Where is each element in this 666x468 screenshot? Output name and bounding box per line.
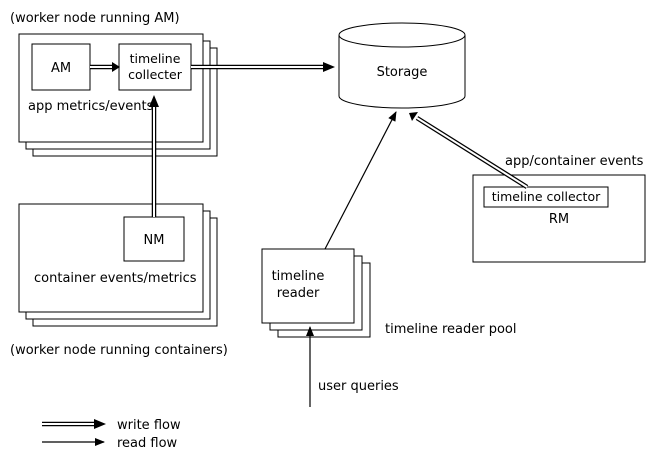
user-queries-label: user queries	[318, 379, 399, 394]
rm-events-label: app/container events	[505, 154, 644, 169]
reader-line2: reader	[277, 286, 320, 301]
rm-timeline-collector-box	[483, 186, 609, 208]
storage-cylinder	[338, 22, 466, 109]
legend-read-label: read flow	[117, 436, 178, 451]
am-collector-line2: collecter	[128, 67, 183, 82]
write-arrow-rm-to-storage	[409, 112, 529, 189]
legend-write-label: write flow	[117, 418, 181, 433]
reader-pool-label: timeline reader pool	[385, 322, 517, 337]
nm-box	[123, 216, 185, 262]
container-events-label: container events/metrics	[34, 271, 197, 286]
reader-line1: timeline	[272, 269, 325, 284]
app-metrics-label: app metrics/events	[28, 99, 154, 114]
storage-label: Storage	[377, 65, 428, 80]
am-collector-line1: timeline	[130, 51, 181, 66]
rm-label: RM	[549, 212, 569, 227]
write-arrow-am-to-collector	[90, 62, 120, 72]
nm-label: NM	[144, 233, 165, 248]
am-label: AM	[51, 61, 71, 76]
write-arrow-nm-to-collector	[149, 95, 159, 217]
read-arrow-reader-to-storage	[324, 111, 397, 250]
worker-am-caption: (worker node running AM)	[10, 11, 180, 26]
worker-containers-stack	[18, 203, 218, 327]
legend-write-flow-arrow	[42, 419, 106, 429]
rm-collector-label: timeline collector	[492, 189, 601, 204]
am-timeline-collector-box	[118, 43, 192, 91]
timeline-reader-stack	[261, 248, 371, 338]
worker-containers-caption: (worker node running containers)	[10, 343, 228, 358]
write-arrow-collector-to-storage	[191, 62, 335, 72]
